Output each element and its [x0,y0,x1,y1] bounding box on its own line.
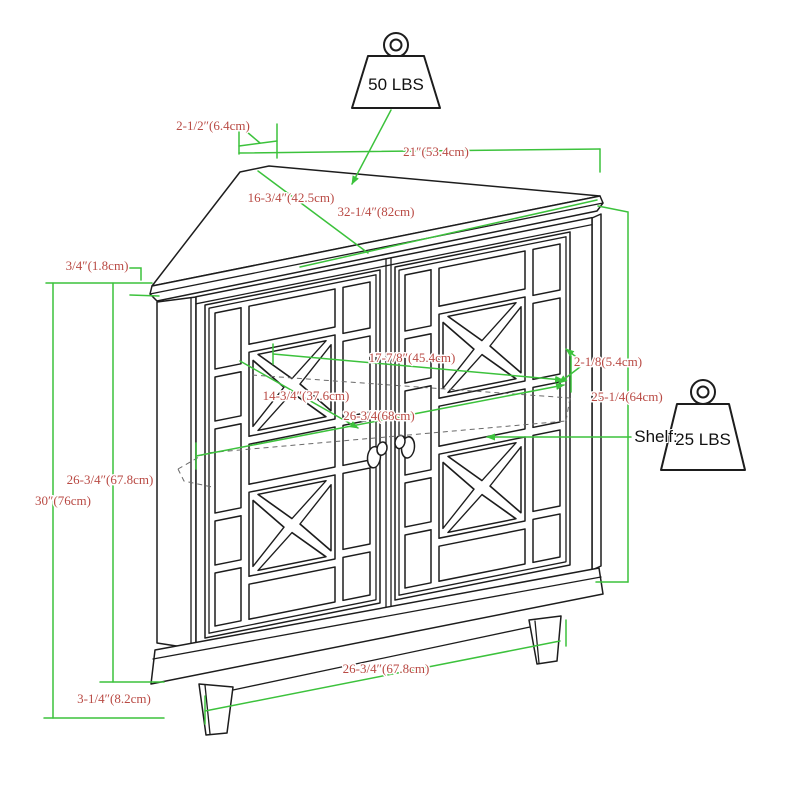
dim-leg-height-label: 3-1/4″(8.2cm) [77,691,151,706]
dim-line-shelf-width [195,383,565,457]
dim-line-side-height [597,205,629,583]
cabinet-doors [195,216,593,650]
cabinet-body [156,213,602,650]
shelf-text-label: Shelf: [634,427,677,446]
dim-line-top-depth [257,170,369,254]
right-foot [528,615,562,665]
top-weight-icon: 50 LBS [351,32,441,109]
left-door-fretwork [205,270,380,638]
dim-top-thickness-label: 3/4″(1.8cm) [66,258,129,273]
shelf-capacity-label: 25 LBS [675,430,731,449]
dim-overall-height-label: 30″(76cm) [35,493,91,508]
dim-line-top-side [238,148,601,154]
base-and-feet [150,567,604,736]
dim-side-frame-label: 2-1/8(5.4cm) [574,354,642,369]
right-door-fretwork [395,232,570,600]
dim-base-width-label: 26-3/4″(67.8cm) [343,661,430,676]
dimension-labels: 2-1/2″(6.4cm) 21″(53.4cm) 16-3/4″(42.5cm… [34,117,665,708]
dim-line-top-front [299,199,598,268]
dim-top-front-label: 32-1/4″(82cm) [338,204,415,219]
weight-block-icon [351,55,441,109]
dimension-lines [43,109,632,725]
dim-top-side-label: 21″(53.4cm) [403,144,469,159]
cabinet-top [149,165,604,302]
weight-block-icon [660,403,746,471]
shelf-weight-icon: 25 LBS Shelf: [633,379,746,471]
dim-body-height-label: 26-3/4″(67.8cm) [67,472,154,487]
dim-side-height-label: 25-1/4(64cm) [591,389,662,404]
dim-interior-depth-label: 14-3/4″(37.6cm) [263,388,350,403]
dim-line-interior-width [272,353,564,383]
dim-top-depth-label: 16-3/4″(42.5cm) [248,190,335,205]
dim-line-interior-depth [239,360,359,429]
dim-interior-width-label: 17-7/8″(45.4cm) [369,350,456,365]
door-knobs [366,434,416,469]
top-capacity-label: 50 LBS [368,75,424,94]
top-weight-leader [351,109,392,185]
dim-top-clip-label: 2-1/2″(6.4cm) [176,118,250,133]
dim-line-base-width [204,640,561,712]
dim-shelf-width-label: 26-3/4(68cm) [343,408,414,423]
cabinet-drawing [149,165,604,736]
